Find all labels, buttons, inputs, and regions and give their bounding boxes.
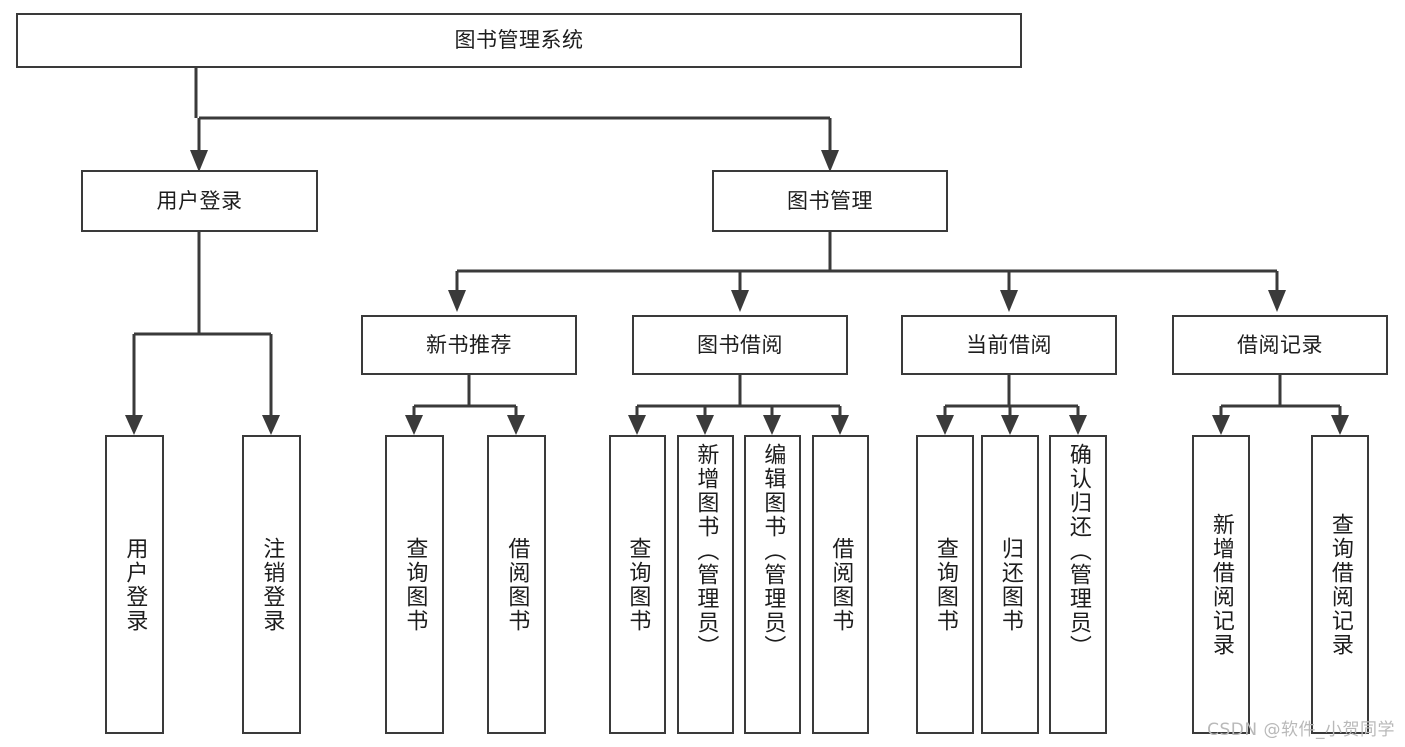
watermark-text: CSDN @软件_小贺同学 (1207, 720, 1395, 740)
node-leaf-edit-book-label: 编辑图书（管理员） (760, 443, 786, 659)
node-leaf-confirm-return-label: 确认归还（管理员） (1065, 443, 1091, 659)
node-root[interactable]: 图书管理系统 (16, 13, 1022, 68)
node-leaf-add-book[interactable]: 新增图书（管理员） (677, 435, 734, 734)
node-new-book-recommend-label: 新书推荐 (426, 332, 512, 357)
node-book-management[interactable]: 图书管理 (712, 170, 948, 232)
node-leaf-query-record[interactable]: 查询借阅记录 (1311, 435, 1369, 734)
node-leaf-user-login-label: 用户登录 (122, 536, 148, 633)
node-leaf-query-book-2-label: 查询图书 (625, 536, 651, 633)
node-borrow-record[interactable]: 借阅记录 (1172, 315, 1388, 375)
node-user-login[interactable]: 用户登录 (81, 170, 318, 232)
node-borrow-record-label: 借阅记录 (1237, 332, 1323, 357)
node-leaf-query-book-2[interactable]: 查询图书 (609, 435, 666, 734)
node-leaf-query-book-3[interactable]: 查询图书 (916, 435, 974, 734)
node-leaf-query-book-3-label: 查询图书 (932, 536, 958, 633)
node-leaf-confirm-return[interactable]: 确认归还（管理员） (1049, 435, 1107, 734)
node-leaf-query-book-1-label: 查询图书 (402, 536, 428, 633)
node-book-borrow[interactable]: 图书借阅 (632, 315, 848, 375)
node-book-management-label: 图书管理 (787, 188, 873, 213)
node-leaf-add-record-label: 新增借阅记录 (1208, 512, 1234, 657)
node-leaf-return-book[interactable]: 归还图书 (981, 435, 1039, 734)
node-book-borrow-label: 图书借阅 (697, 332, 783, 357)
node-new-book-recommend[interactable]: 新书推荐 (361, 315, 577, 375)
node-leaf-query-book-1[interactable]: 查询图书 (385, 435, 444, 734)
node-leaf-add-book-label: 新增图书（管理员） (693, 443, 719, 659)
node-leaf-edit-book[interactable]: 编辑图书（管理员） (744, 435, 801, 734)
node-leaf-return-book-label: 归还图书 (997, 536, 1023, 633)
node-current-borrow[interactable]: 当前借阅 (901, 315, 1117, 375)
node-leaf-user-logout[interactable]: 注销登录 (242, 435, 301, 734)
node-root-label: 图书管理系统 (454, 28, 584, 53)
node-leaf-user-logout-label: 注销登录 (259, 536, 285, 633)
node-leaf-borrow-book-2[interactable]: 借阅图书 (812, 435, 869, 734)
node-leaf-user-login[interactable]: 用户登录 (105, 435, 164, 734)
node-leaf-borrow-book-1[interactable]: 借阅图书 (487, 435, 546, 734)
node-leaf-borrow-book-2-label: 借阅图书 (828, 536, 854, 633)
node-leaf-add-record[interactable]: 新增借阅记录 (1192, 435, 1250, 734)
node-leaf-borrow-book-1-label: 借阅图书 (504, 536, 530, 633)
node-current-borrow-label: 当前借阅 (966, 332, 1052, 357)
node-leaf-query-record-label: 查询借阅记录 (1327, 512, 1353, 657)
node-user-login-label: 用户登录 (156, 188, 243, 213)
